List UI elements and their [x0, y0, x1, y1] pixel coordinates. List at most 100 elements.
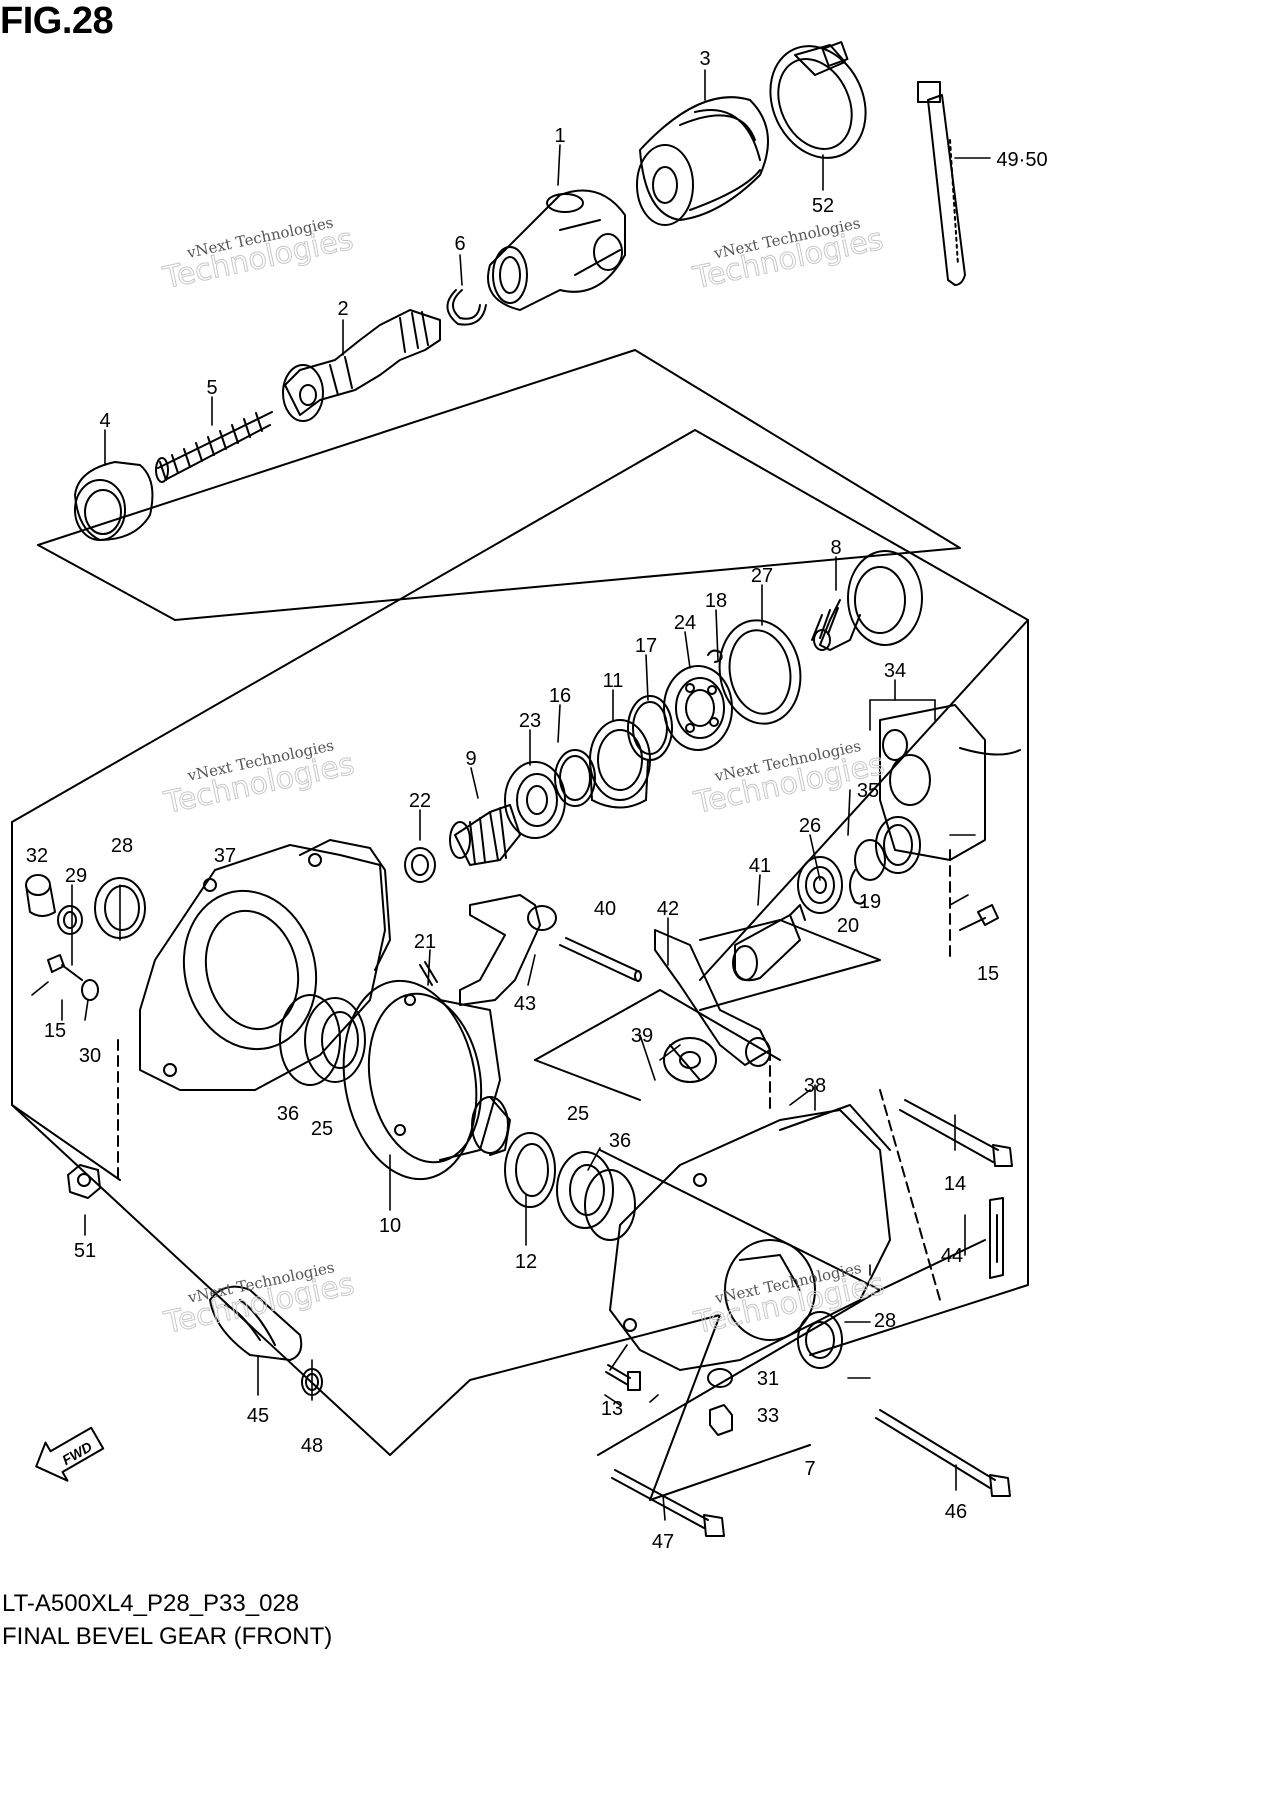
part-25-bearing-left [304, 997, 366, 1083]
part-4-cap [74, 461, 154, 541]
part-28-oil-seal-right [797, 1311, 843, 1369]
part-46-bolt [875, 1409, 1011, 1497]
part-8-drive-pinion [811, 550, 923, 651]
figure-code: LT-A500XL4_P28_P33_028 [2, 1590, 300, 1617]
part-11-needle-bearing [589, 719, 651, 809]
part-24-bearing [663, 665, 733, 751]
part-14-bolt [899, 1099, 1013, 1167]
part-45-boot [209, 1285, 303, 1361]
part-2-shaft [282, 309, 441, 422]
callout-39: 39 [631, 1025, 653, 1047]
callout-36-right: 36 [609, 1130, 631, 1152]
callout-21: 21 [414, 931, 436, 953]
part-39-sleeve [663, 1037, 717, 1083]
part-15-bolt-left [47, 954, 83, 981]
part-1-universal-joint [487, 189, 626, 311]
callout-33: 33 [757, 1405, 779, 1427]
callout-41: 41 [749, 855, 771, 877]
part-42-shift-fork [654, 929, 771, 1067]
part-48-clamp [301, 1368, 323, 1396]
callout-labels: 1 2 3 4 5 6 7 8 9 10 11 12 13 14 15 15 1… [26, 48, 1048, 1553]
part-13-bolt [605, 1364, 641, 1391]
callout-32: 32 [26, 845, 48, 867]
part-47-bolt [611, 1469, 725, 1537]
part-35-gear [875, 816, 921, 874]
callout-30: 30 [79, 1045, 101, 1067]
part-37-housing [139, 839, 391, 1091]
callout-28-right: 28 [874, 1310, 896, 1332]
part-22-bush [404, 847, 436, 883]
part-29-washer [57, 905, 83, 935]
part-36-shim-left [279, 994, 341, 1086]
part-18-clip [707, 649, 723, 663]
callout-47: 47 [652, 1531, 674, 1553]
part-51-nut [67, 1164, 101, 1199]
callout-27: 27 [751, 565, 773, 587]
part-21-dowel-pin [419, 961, 438, 986]
fwd-arrow-icon: FWD [35, 1426, 105, 1482]
callout-31: 31 [757, 1368, 779, 1390]
callout-34: 34 [884, 660, 906, 682]
callout-12: 12 [515, 1251, 537, 1273]
part-27-oil-seal [718, 619, 802, 725]
watermarks: Technologies vNext Technologies Technolo… [159, 213, 888, 1341]
callout-43: 43 [514, 993, 536, 1015]
callout-48: 48 [301, 1435, 323, 1457]
part-23-bearing [504, 761, 566, 839]
callout-14: 14 [944, 1173, 966, 1195]
figure-number: FIG.28 [0, 0, 114, 42]
callout-24: 24 [674, 612, 696, 634]
part-34-actuator [879, 704, 1021, 861]
callout-44: 44 [941, 1245, 963, 1267]
part-26-bearing [797, 856, 843, 914]
callout-2: 2 [337, 298, 348, 320]
part-40-shaft-pin [559, 937, 642, 982]
part-28-oil-seal-left [94, 877, 146, 939]
part-10-ring-gear [342, 979, 511, 1181]
part-38-case [609, 1104, 891, 1371]
callout-52: 52 [812, 195, 834, 217]
callout-25-left: 25 [311, 1118, 333, 1140]
callout-1: 1 [554, 125, 565, 147]
part-36-shim-right [584, 1169, 636, 1241]
part-16-circlip [554, 749, 596, 807]
callout-8: 8 [830, 537, 841, 559]
callout-42: 42 [657, 898, 679, 920]
part-19-circlip [854, 839, 886, 881]
callout-23: 23 [519, 710, 541, 732]
part-25-bearing-right [556, 1151, 614, 1229]
callout-4: 4 [99, 410, 110, 432]
part-30-washer [81, 979, 99, 1001]
callout-6: 6 [454, 233, 465, 255]
part-32-plug [25, 874, 56, 917]
part-15-bolt-right [959, 904, 999, 931]
callout-20: 20 [837, 915, 859, 937]
callout-46: 46 [945, 1501, 967, 1523]
callout-16: 16 [549, 685, 571, 707]
part-49-cable-tie [917, 81, 966, 286]
part-44-bracket [989, 1197, 1004, 1279]
callout-36-left: 36 [277, 1103, 299, 1125]
part-12-oil-seal [504, 1132, 556, 1208]
callout-40: 40 [594, 898, 616, 920]
callout-29: 29 [65, 865, 87, 887]
callout-28-left: 28 [111, 835, 133, 857]
callout-7: 7 [804, 1458, 815, 1480]
callout-35: 35 [857, 780, 879, 802]
part-31-washer [707, 1368, 733, 1388]
part-3-boot [636, 96, 769, 226]
part-6-circlip [446, 289, 487, 326]
callout-49-50: 49·50 [996, 149, 1047, 171]
callout-51: 51 [74, 1240, 96, 1262]
leader-lines [117, 849, 951, 1181]
part-20-circlip [849, 869, 866, 905]
callout-26: 26 [799, 815, 821, 837]
part-9-pinion-gear [449, 804, 521, 866]
callout-10: 10 [379, 1215, 401, 1237]
callout-19: 19 [859, 891, 881, 913]
callout-17: 17 [635, 635, 657, 657]
callout-15-left: 15 [44, 1020, 66, 1042]
callout-3: 3 [699, 48, 710, 70]
